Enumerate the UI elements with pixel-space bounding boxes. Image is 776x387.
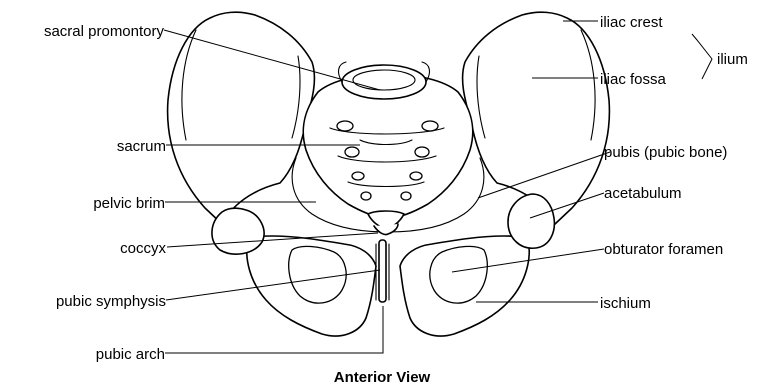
right-ilium-wing (463, 12, 610, 224)
label-ilium: ilium (717, 51, 748, 68)
pelvis-illustration (168, 12, 610, 336)
label-obturator-foramen: obturator foramen (604, 241, 723, 258)
label-pubic-symphysis: pubic symphysis (56, 293, 166, 310)
label-pelvic-brim: pelvic brim (93, 195, 165, 212)
right-acetabulum (508, 194, 554, 248)
left-ilium-wing (168, 12, 315, 224)
label-sacral-promontory: sacral promontory (44, 23, 165, 40)
label-ischium: ischium (600, 295, 651, 312)
left-acetabulum (212, 208, 264, 254)
label-pubic-arch: pubic arch (96, 346, 165, 363)
pubic-symphysis-shape (379, 240, 386, 302)
label-iliac-fossa: iliac fossa (600, 71, 667, 88)
label-pubis: pubis (pubic bone) (604, 144, 727, 161)
label-acetabulum: acetabulum (604, 185, 682, 202)
caption-anterior-view: Anterior View (334, 369, 431, 386)
label-iliac-crest: iliac crest (600, 14, 663, 31)
label-sacrum: sacrum (117, 138, 166, 155)
label-coccyx: coccyx (120, 240, 166, 257)
ilium-bracket (692, 34, 712, 79)
